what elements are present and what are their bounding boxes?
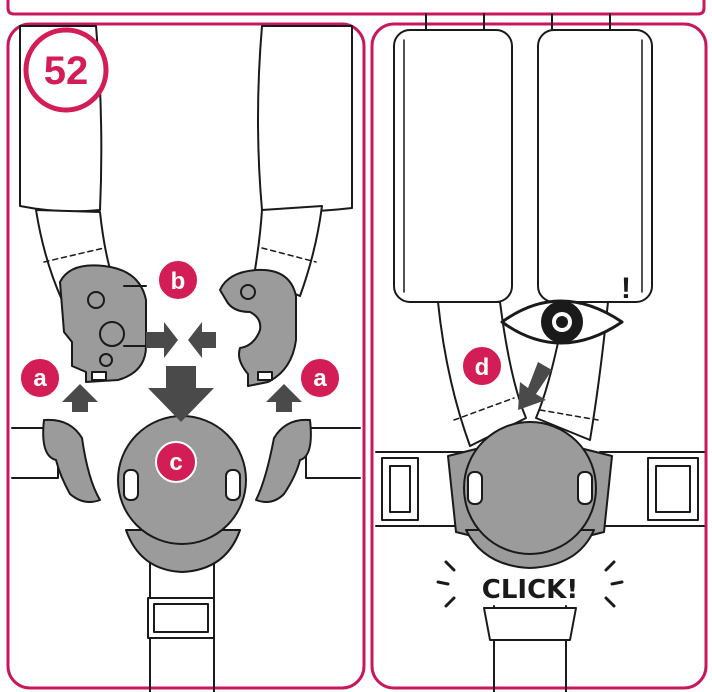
right-panel-crotch-slider	[483, 607, 577, 641]
center-buckle-right-button	[225, 469, 241, 501]
label-c-badge	[155, 441, 197, 483]
frame-top-stub	[6, 0, 706, 16]
right-sleeve	[257, 25, 353, 213]
arrow-icon	[188, 322, 216, 358]
hip-slider-left-inner	[389, 465, 411, 513]
left-shoulder-pad	[393, 29, 513, 303]
right-hip-tongue	[255, 418, 312, 503]
left-panel	[11, 25, 361, 692]
label-a-right: a	[313, 365, 327, 392]
label-b-badge	[157, 259, 199, 301]
left-strap-dashes	[43, 247, 105, 263]
right-buckle-hole	[240, 284, 256, 300]
right-shoulder-pad	[537, 29, 653, 303]
arrow-icon	[146, 322, 178, 358]
arrow-icon	[62, 384, 98, 412]
right-strap-dashes	[261, 247, 317, 263]
center-buckle-base	[125, 529, 241, 573]
right-panel-left-strap-dashes	[453, 397, 515, 421]
left-buckle-hole-3	[99, 353, 113, 367]
eye-icon	[500, 299, 624, 345]
click-text: CLICK!	[482, 575, 578, 605]
crotch-slider-inner	[153, 603, 209, 633]
arrow-icon	[518, 362, 552, 410]
step-number: 52	[44, 49, 89, 93]
label-badges-left: b a a c	[19, 259, 341, 483]
label-b: b	[171, 268, 186, 295]
label-a-left-badge	[19, 357, 61, 399]
label-a-right-badge	[299, 357, 341, 399]
left-buckle-hole-2	[99, 321, 125, 347]
step-badge	[23, 27, 109, 113]
right-buckle-half	[219, 268, 297, 387]
pad-tabs	[425, 13, 611, 31]
left-buckle-hole-1	[87, 291, 105, 309]
left-buckle-lip	[123, 285, 147, 347]
left-arrows	[62, 322, 302, 422]
right-panel-buckle-left-button	[467, 471, 483, 505]
left-buckle-half	[59, 264, 147, 383]
center-buckle-left-button	[123, 469, 139, 501]
click-sparks-icon	[436, 560, 624, 608]
arrow-icon	[266, 384, 302, 412]
label-d-badge	[461, 345, 503, 387]
left-hip-tongue	[42, 418, 101, 503]
right-panel	[375, 13, 705, 692]
right-panel-buckle	[463, 421, 597, 555]
right-panel-right-strap-dashes	[539, 409, 599, 421]
right-panel-buckle-right-button	[577, 471, 593, 505]
left-buckle-slot	[91, 371, 107, 381]
arrow-icon	[148, 366, 214, 422]
hip-slider-right-inner	[655, 465, 691, 513]
label-a-left: a	[33, 365, 47, 392]
label-d: d	[475, 354, 490, 381]
label-c: c	[169, 449, 182, 476]
right-hip-strap	[305, 427, 361, 479]
warning-mark: !	[621, 272, 631, 305]
right-buckle-slot	[257, 371, 273, 381]
